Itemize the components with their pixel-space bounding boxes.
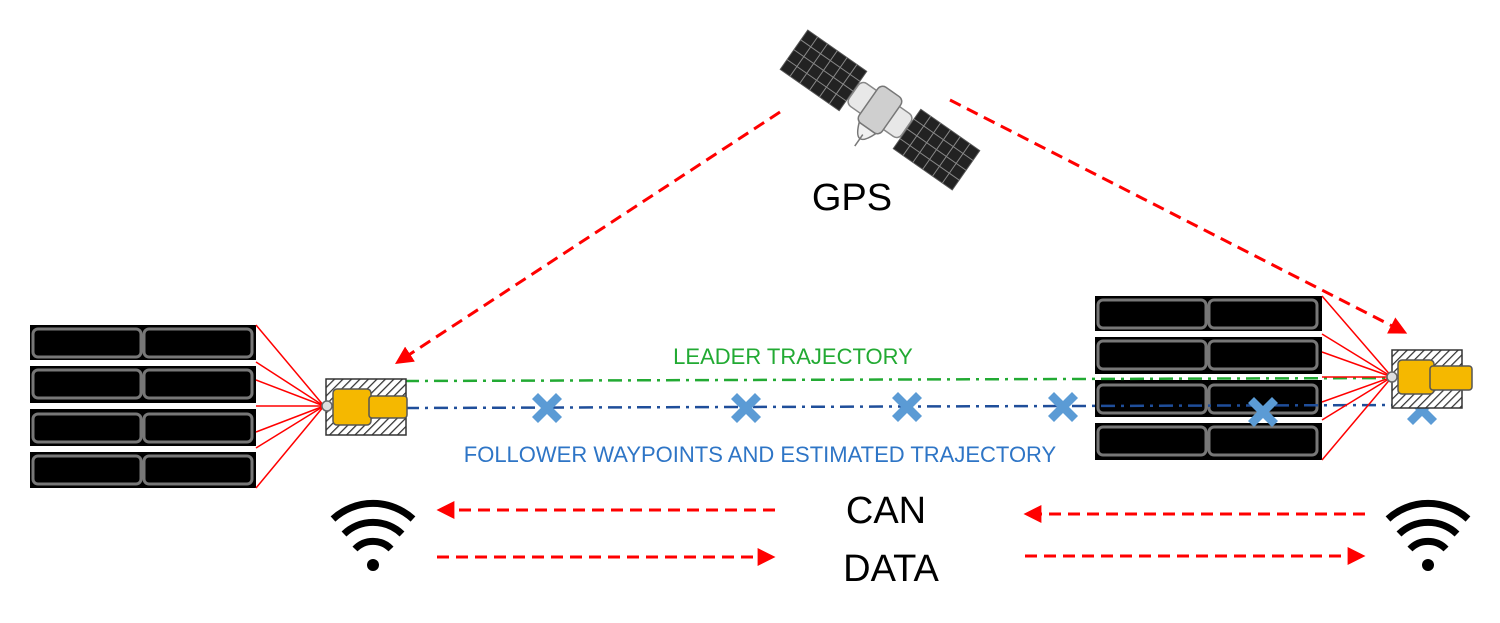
left-pallet-rack bbox=[30, 325, 256, 488]
gps-signal-arrow-left bbox=[394, 110, 781, 364]
leader-trajectory-line bbox=[404, 376, 1401, 383]
right-sensor-rays bbox=[1321, 295, 1393, 461]
can-label: CAN bbox=[846, 490, 926, 532]
x-mark-icon bbox=[892, 392, 922, 422]
wifi-icon bbox=[330, 499, 416, 571]
wifi-icon bbox=[1385, 499, 1471, 571]
leader-vehicle bbox=[1386, 349, 1473, 409]
gps-signal-arrow-right bbox=[949, 98, 1408, 334]
follower-trajectory-label: FOLLOWER WAYPOINTS AND ESTIMATED TRAJECT… bbox=[464, 442, 1057, 467]
left-sensor-rays bbox=[255, 324, 325, 489]
data-label: DATA bbox=[843, 548, 939, 590]
gps-label: GPS bbox=[812, 177, 892, 219]
leader-trajectory-label: LEADER TRAJECTORY bbox=[673, 344, 913, 369]
satellite-icon bbox=[779, 29, 981, 191]
follower-vehicle bbox=[321, 378, 408, 436]
